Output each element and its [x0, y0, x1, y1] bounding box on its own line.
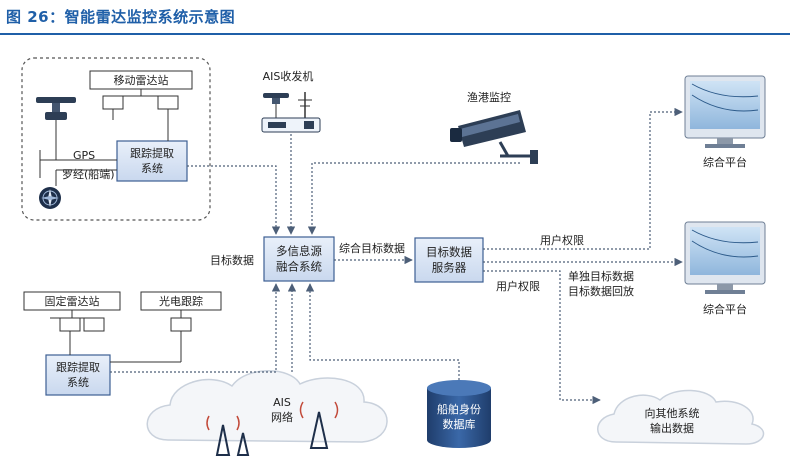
edge-tracking-bottom-to-fusion [110, 283, 281, 373]
tracking-top-label: 跟踪提取系统 [130, 146, 174, 175]
edge-server-to-platform-top [483, 107, 683, 250]
compass-label: 罗经(船端) [62, 167, 115, 181]
fixed-radar-label: 固定雷达站 [45, 294, 100, 308]
title-rule [0, 33, 790, 35]
figure-title: 图 26：智能雷达监控系统示意图 [6, 8, 236, 26]
ais-transceiver-icon [261, 92, 321, 133]
target-server-label: 目标数据服务器 [426, 245, 472, 275]
mobile-radar-unit-right [157, 95, 179, 110]
other-systems-label: 向其他系统输出数据 [645, 406, 700, 435]
edge-label-combined: 综合目标数据 [339, 241, 405, 255]
edge-label-permission-bottom: 用户权限 [496, 279, 540, 293]
optical-tracking-label: 光电跟踪 [159, 294, 203, 308]
fusion-system-box [263, 236, 335, 282]
tracking-bottom-label: 跟踪提取系统 [56, 360, 100, 389]
radar-antenna-icon [36, 97, 76, 120]
monitor-top-icon [684, 75, 766, 148]
fusion-label: 多信息源融合系统 [276, 244, 322, 274]
platform-bottom-label: 综合平台 [703, 302, 747, 316]
tower-icon-2 [236, 432, 250, 456]
edge-server-to-other [483, 270, 601, 405]
ship-database-cylinder [427, 380, 491, 448]
ship-db-label: 船舶身份数据库 [437, 402, 481, 431]
fixed-radar-unit-right [83, 317, 105, 332]
gps-label: GPS [73, 149, 95, 162]
ais-network-cloud [146, 370, 388, 443]
mobile-station-group [21, 57, 211, 221]
edge-label-single-target: 单独目标数据 [568, 269, 634, 283]
platform-top-label: 综合平台 [703, 155, 747, 169]
optical-tracking-unit [170, 317, 192, 332]
tower-icon-3 [299, 401, 339, 449]
tracking-system-bottom [45, 354, 111, 396]
edge-label-target-data: 目标数据 [210, 253, 254, 267]
monitor-bottom-icon [684, 221, 766, 294]
edge-label-permission-top: 用户权限 [540, 233, 584, 247]
target-server-box [414, 237, 484, 283]
compass-icon [39, 187, 61, 209]
other-systems-cloud [597, 389, 765, 445]
edge-shipdb-to-fusion [305, 283, 460, 380]
edge-label-playback: 目标数据回放 [568, 284, 634, 298]
ais-receiver-label: AIS收发机 [263, 69, 314, 83]
surveillance-camera-icon [450, 110, 538, 164]
mobile-radar-unit-left [102, 95, 124, 110]
tower-icon-1 [206, 415, 240, 456]
fixed-radar-unit-left [59, 317, 81, 332]
mobile-radar-label: 移动雷达站 [114, 73, 169, 87]
edge-tracking-top-to-fusion [187, 165, 281, 235]
fishing-port-label: 渔港监控 [467, 90, 511, 104]
tracking-system-top [116, 140, 188, 182]
edge-port-to-fusion [307, 162, 520, 235]
